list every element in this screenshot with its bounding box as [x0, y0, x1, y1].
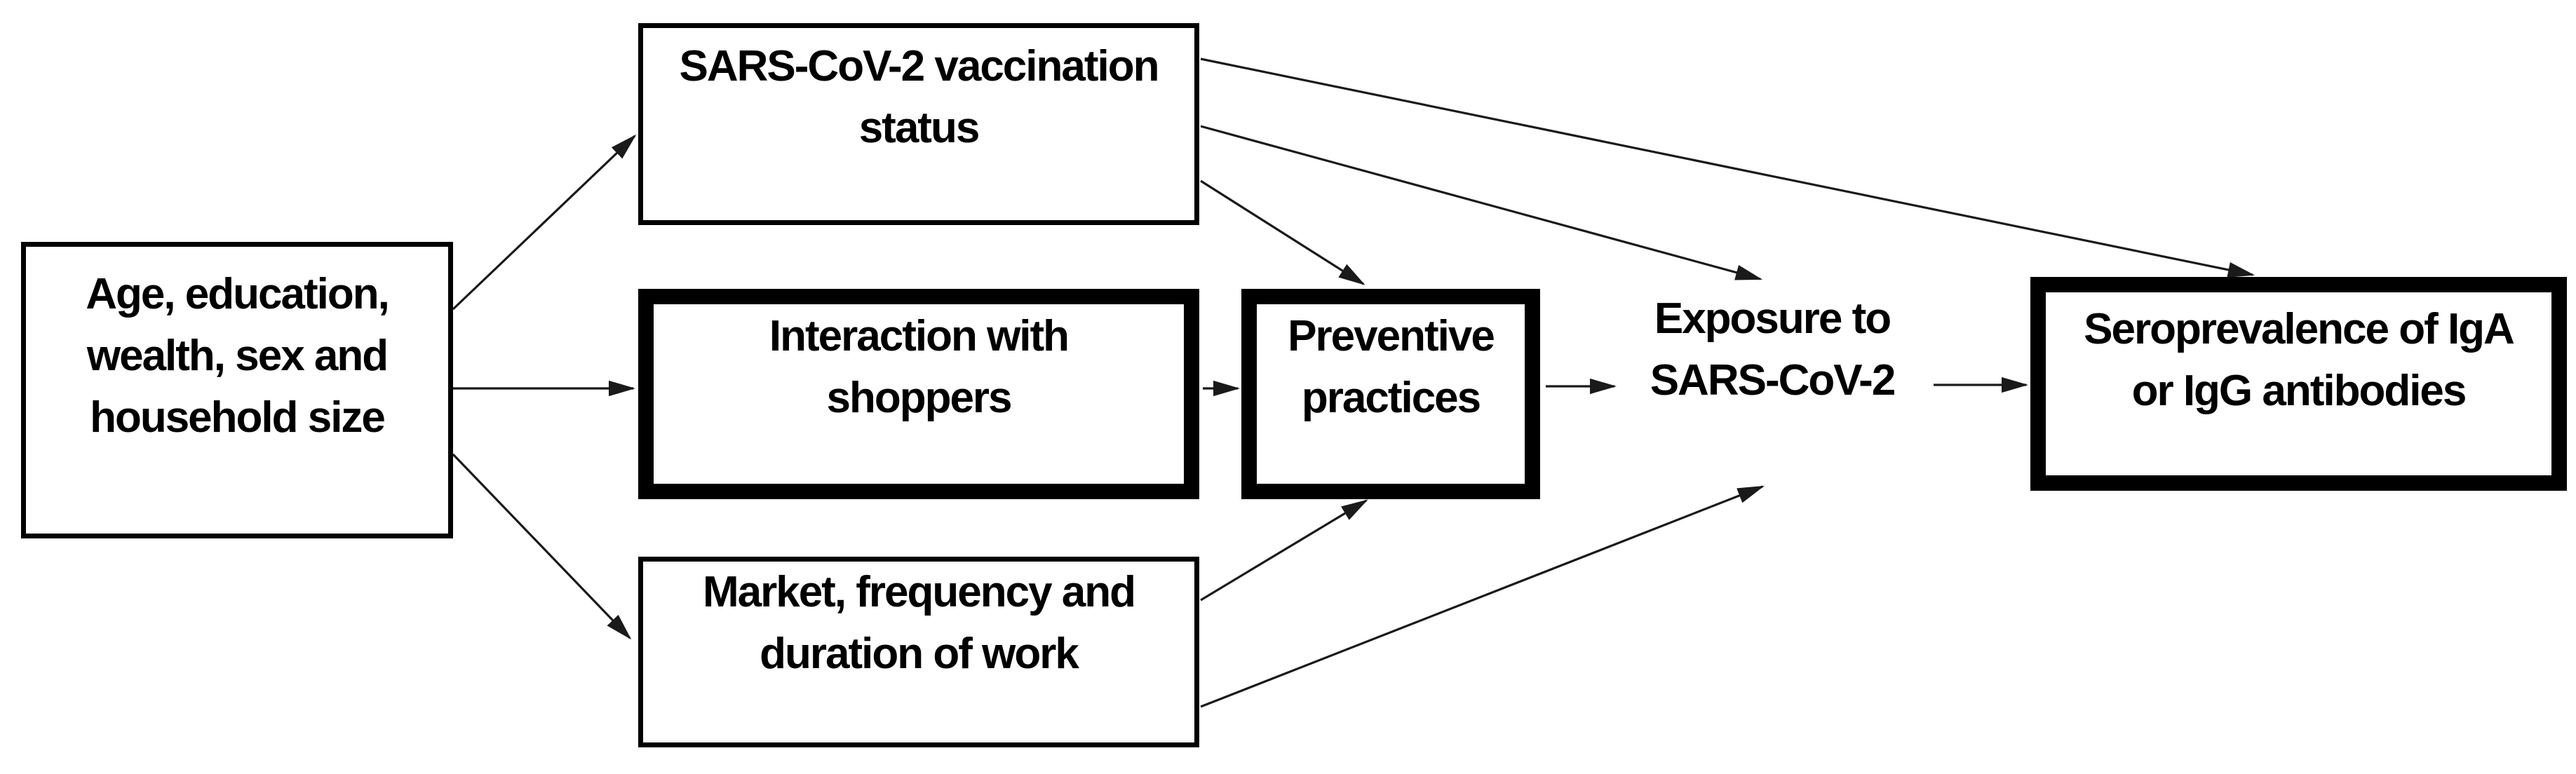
- node-confounders: Age, education, wealth, sex and household …: [21, 242, 453, 538]
- arrow-vaccination-to-seroprevalence: [1200, 57, 2255, 278]
- node-interaction: Interaction with shoppers: [638, 289, 1199, 499]
- arrow-market-work-to-preventive: [1200, 499, 1368, 602]
- node-confounders-label-line-2: wealth, sex and: [86, 332, 389, 380]
- arrow-vaccination-to-exposure: [1200, 125, 1763, 280]
- node-vaccination-label-line-2: status: [858, 104, 980, 152]
- node-confounders-label-line-3: household size: [90, 393, 386, 442]
- arrow-confounders-to-market-work: [452, 453, 632, 640]
- node-exposure-label-line-2: SARS-CoV-2: [1650, 356, 1896, 405]
- node-preventive-label-line-2: practices: [1301, 374, 1481, 422]
- node-market-work-label-line-2: duration of work: [760, 630, 1079, 678]
- node-vaccination: SARS-CoV-2 vaccination status: [638, 23, 1199, 225]
- node-seroprevalence-label-line-1: Seroprevalence of IgA: [2084, 305, 2515, 353]
- node-interaction-label-line-2: shoppers: [826, 374, 1012, 422]
- node-exposure-label-line-1: Exposure to: [1654, 294, 1891, 343]
- node-confounders-label-line-1: Age, education,: [86, 270, 390, 318]
- node-exposure: Exposure to SARS-CoV-2: [1606, 288, 1938, 414]
- node-interaction-label-line-1: Interaction with: [769, 312, 1070, 360]
- node-vaccination-label-line-1: SARS-CoV-2 vaccination: [679, 42, 1160, 90]
- arrow-confounders-to-vaccination: [452, 134, 637, 311]
- node-market-work-label-line-1: Market, frequency and: [702, 568, 1136, 616]
- arrow-vaccination-to-preventive: [1200, 179, 1365, 285]
- node-preventive: Preventive practices: [1241, 289, 1540, 499]
- node-seroprevalence-label-line-2: or IgG antibodies: [2131, 367, 2467, 415]
- arrow-market-work-to-exposure: [1200, 485, 1765, 708]
- node-preventive-label-line-1: Preventive: [1288, 312, 1495, 360]
- node-market-work: Market, frequency and duration of work: [638, 557, 1199, 747]
- node-seroprevalence: Seroprevalence of IgA or IgG antibodies: [2030, 277, 2567, 491]
